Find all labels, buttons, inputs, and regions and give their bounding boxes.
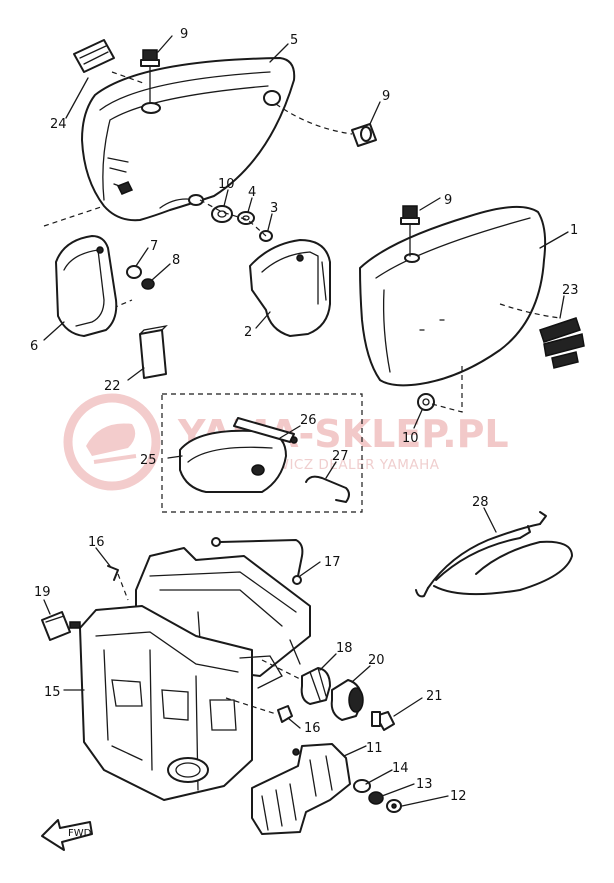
part-label-5: 5 xyxy=(290,33,298,48)
watermark-logo-stripe xyxy=(93,454,137,464)
part-label-10-lower: 10 xyxy=(402,431,419,446)
cover-bracket xyxy=(55,235,118,337)
part-label-12: 12 xyxy=(450,789,467,804)
part-label-23: 23 xyxy=(562,283,579,298)
cable-clip-upper xyxy=(107,565,129,601)
part-label-24: 24 xyxy=(50,117,67,132)
part-label-9-top: 9 xyxy=(180,27,188,42)
part-label-26: 26 xyxy=(300,413,317,428)
part-label-6: 6 xyxy=(30,339,38,354)
part-label-9-right: 9 xyxy=(444,193,452,208)
seat-lock-cable xyxy=(415,511,573,598)
left-side-cover xyxy=(81,57,296,222)
part-label-9-rear: 9 xyxy=(382,89,390,104)
right-side-cover xyxy=(359,205,547,387)
part-label-28: 28 xyxy=(472,495,489,510)
cover-damper xyxy=(139,324,168,379)
collar-small xyxy=(126,265,142,279)
tool-kit-group-box xyxy=(161,393,363,513)
battery-damper xyxy=(41,611,81,641)
forward-arrow-icon xyxy=(41,819,93,851)
part-label-17: 17 xyxy=(324,555,341,570)
forward-arrow-label: FWD xyxy=(68,828,92,839)
bracket-bolt xyxy=(386,799,402,813)
hook-wire xyxy=(305,475,350,503)
part-label-10-upper: 10 xyxy=(218,177,235,192)
part-label-18: 18 xyxy=(336,641,353,656)
part-label-16-upper: 16 xyxy=(88,535,105,550)
part-label-8: 8 xyxy=(172,253,180,268)
part-label-22: 22 xyxy=(104,379,121,394)
collar-fastener xyxy=(211,205,233,223)
part-label-25: 25 xyxy=(140,453,157,468)
part-label-7: 7 xyxy=(150,239,158,254)
bracket-collar xyxy=(353,779,371,793)
part-label-19: 19 xyxy=(34,585,51,600)
part-label-13: 13 xyxy=(416,777,433,792)
washer xyxy=(237,211,255,225)
part-label-14: 14 xyxy=(392,761,409,776)
part-label-1: 1 xyxy=(570,223,578,238)
part-numbers: 9 5 9 24 10 4 3 9 1 23 7 8 6 2 22 10 26 … xyxy=(30,27,579,804)
part-label-3: 3 xyxy=(270,201,278,216)
part-label-21: 21 xyxy=(426,689,443,704)
bracket-washer xyxy=(368,791,384,805)
part-label-27: 27 xyxy=(332,449,349,464)
grommet-left-rear xyxy=(351,123,377,147)
emblem-sheet xyxy=(73,39,115,73)
leader-lines xyxy=(43,35,569,807)
watermark-logo-helmet xyxy=(86,423,136,456)
lower-bracket xyxy=(251,743,351,835)
battery-box xyxy=(79,547,311,801)
part-label-11: 11 xyxy=(366,741,383,756)
xs650-emblem xyxy=(539,317,585,369)
part-label-4: 4 xyxy=(248,185,256,200)
grommet-top-left xyxy=(140,49,161,114)
watermark-logo-ring xyxy=(63,393,161,491)
mount-damper xyxy=(330,679,364,721)
part-label-16-lower: 16 xyxy=(304,721,321,736)
rubber-bushing xyxy=(300,667,331,705)
grommet-right xyxy=(400,205,420,257)
breather-pipe xyxy=(211,537,304,585)
part-label-20: 20 xyxy=(368,653,385,668)
tool-strap xyxy=(233,417,298,444)
right-cover-collar xyxy=(417,393,435,411)
mount-bolt xyxy=(371,711,395,731)
tool-bag xyxy=(179,429,287,493)
part-label-15: 15 xyxy=(44,685,61,700)
part-label-2: 2 xyxy=(244,325,252,340)
bracket-nut xyxy=(141,278,155,290)
